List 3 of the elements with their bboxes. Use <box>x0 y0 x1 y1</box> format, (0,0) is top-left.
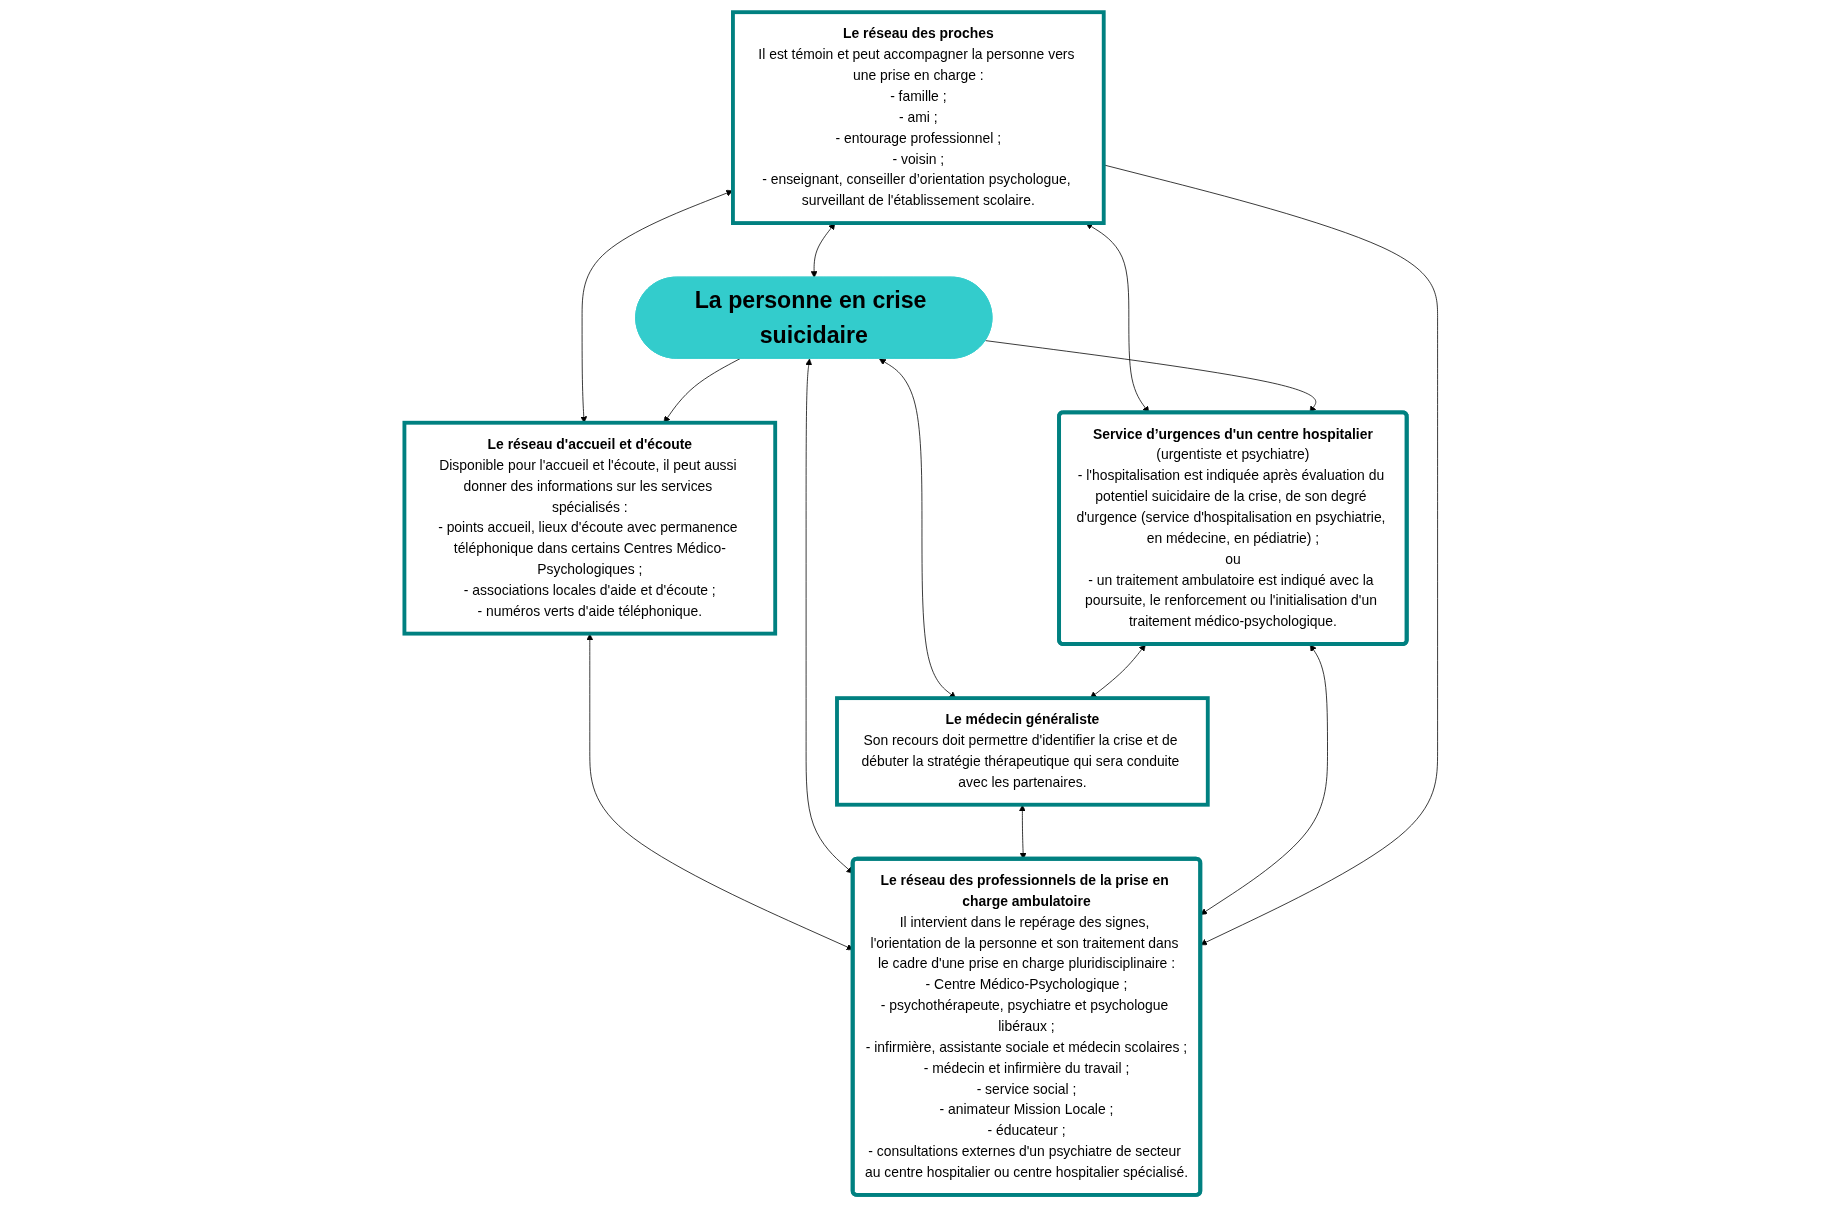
node-box: Le réseau des proches Il est témoin et peut accompagner la personne vers une prise en charge : - famille ; - ami ; - entourage professionnel ; - voisin ; - enseignant, conseiller d’orientation psychologue, surveillant de l'établissement scolaire. <box>731 10 1106 225</box>
node-box: Le réseau d'accueil et d'écoute Disponible pour l'accueil et l'écoute, il peut aussi donner des informations sur les services spécialisés : - points accueil, lieux d'écoute avec permanence téléphonique dans certains Centres Médico-Psychologiques ; - associations locales d'aide et d'écoute ; - numéros verts d'aide téléphonique. <box>402 420 778 636</box>
node-box: Le médecin généraliste Son recours doit permettre d'identifier la crise et de débuter la stratégie thérapeutique qui sera conduite avec les partenaires. <box>835 696 1210 807</box>
